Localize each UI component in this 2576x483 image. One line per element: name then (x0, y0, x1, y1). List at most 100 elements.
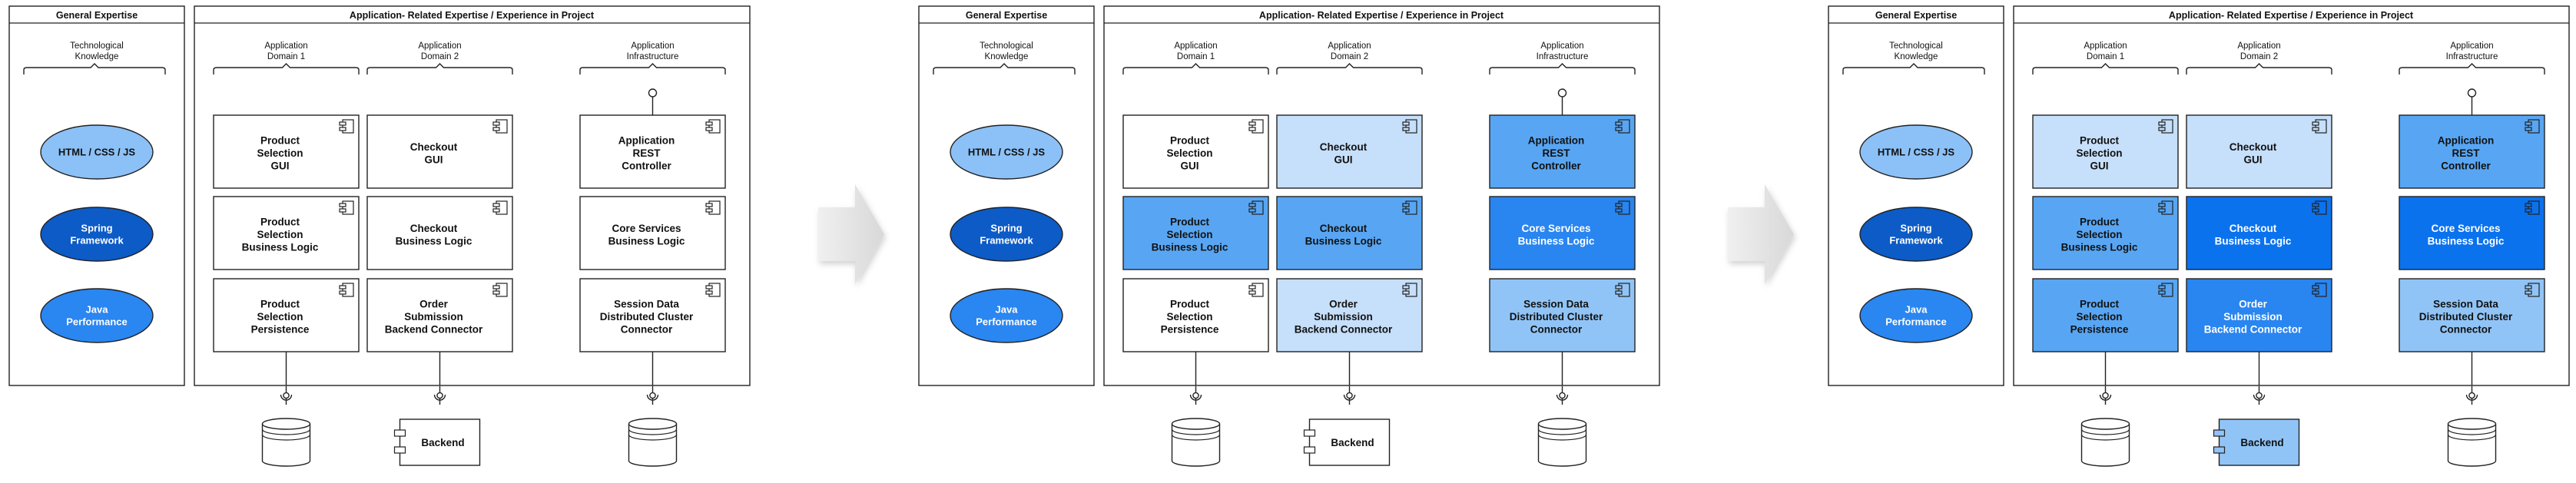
column-label-line: Application (264, 41, 307, 51)
component-label-line: Checkout (1320, 223, 1368, 234)
component-icon (2158, 283, 2173, 297)
column-label-line: Domain 1 (2087, 52, 2124, 61)
rest-interface-ball (1557, 88, 1567, 98)
component-label-line: REST (632, 147, 661, 159)
component-label-line: REST (1542, 147, 1570, 159)
column-brace (23, 63, 166, 74)
component-box (2032, 196, 2179, 270)
database-icon (1537, 418, 1587, 467)
column-label-line: Application (1328, 41, 1371, 51)
component-icon-tab (2158, 121, 2166, 126)
component-icon-tab (1615, 290, 1623, 295)
component-label-line: Business Logic (2215, 235, 2292, 246)
component-label-line: Product (260, 299, 300, 310)
component-icon (1615, 200, 1630, 215)
component-icon-tab (705, 290, 713, 295)
knowledge-label-line: Technological (980, 41, 1033, 51)
knowledge-label-line: Knowledge (1895, 52, 1938, 61)
component-box (1122, 114, 1269, 189)
component-label-line: Submission (2223, 311, 2283, 323)
skill-ellipse (1859, 124, 1973, 180)
component-icon-tab (2312, 121, 2319, 126)
component-icon-tab (705, 121, 713, 126)
skill-ellipse (40, 124, 154, 180)
component-icon-tab (492, 208, 500, 213)
database-body (2080, 424, 2130, 467)
database-icon (261, 418, 311, 467)
skill-label-line: Java (1905, 304, 1928, 316)
database-ring (2447, 434, 2497, 441)
component-label-line: Connector (2440, 324, 2492, 336)
component-icon (1248, 283, 1264, 297)
column-brace (2032, 63, 2179, 74)
skill-label-line: Framework (70, 235, 124, 246)
database-ring (2447, 428, 2497, 435)
column-label-line: Application (631, 41, 674, 51)
backend-box (399, 418, 481, 466)
database-body (628, 424, 678, 467)
skill-label-line: Performance (66, 316, 127, 328)
component-box (213, 114, 360, 189)
component-label-line: Application (1528, 135, 1585, 147)
component-label-line: Persistence (2070, 324, 2129, 336)
component-box (366, 114, 513, 189)
component-box (2399, 196, 2545, 270)
component-icon (705, 283, 721, 297)
component-icon-tab (1248, 121, 1256, 126)
component-icon-tab (1248, 285, 1256, 289)
component-box (1122, 278, 1269, 352)
component-icon (2525, 200, 2540, 215)
component-label-line: GUI (2090, 160, 2108, 172)
component-label-line: Checkout (410, 223, 458, 234)
component-label-line: Core Services (612, 223, 681, 234)
interface-ball (1346, 392, 1353, 399)
component-label-line: Selection (2076, 311, 2122, 323)
skill-label-line: Framework (980, 235, 1033, 246)
column-label-line: Domain 1 (267, 52, 305, 61)
component-icon (339, 283, 354, 297)
component-label-line: Product (2080, 135, 2120, 147)
component-icon-tab (492, 127, 500, 131)
component-label-line: Selection (257, 147, 303, 159)
interface-ball (283, 392, 290, 399)
database-icon (628, 418, 678, 467)
column-brace (1842, 63, 1985, 74)
component-label-line: Session Data (1523, 299, 1589, 310)
component-icon-tab (1248, 203, 1256, 207)
component-box (1122, 196, 1269, 270)
component-label-line: GUI (1180, 160, 1198, 172)
component-icon-tab (705, 208, 713, 213)
component-label-line: Product (2080, 299, 2120, 310)
component-box (1276, 114, 1423, 189)
column-brace (2399, 63, 2545, 74)
component-label-line: Core Services (2431, 223, 2500, 234)
backend-tab (2213, 446, 2226, 454)
component-icon (2525, 119, 2540, 134)
component-label-line: Product (1170, 135, 1210, 147)
skill-ellipse (1859, 207, 1973, 262)
general-expertise-title: General Expertise (1875, 10, 1957, 21)
skill-ellipse (40, 288, 154, 343)
component-icon-tab (2525, 208, 2532, 213)
component-label-line: Selection (1166, 147, 1212, 159)
database-ring (628, 434, 678, 441)
component-icon-tab (2312, 127, 2319, 131)
component-label-line: Controller (1531, 160, 1581, 172)
database-body (1171, 424, 1221, 467)
component-label-line: Business Logic (396, 235, 472, 246)
column-label-line: Application (1174, 41, 1217, 51)
database-ring (1537, 428, 1587, 435)
